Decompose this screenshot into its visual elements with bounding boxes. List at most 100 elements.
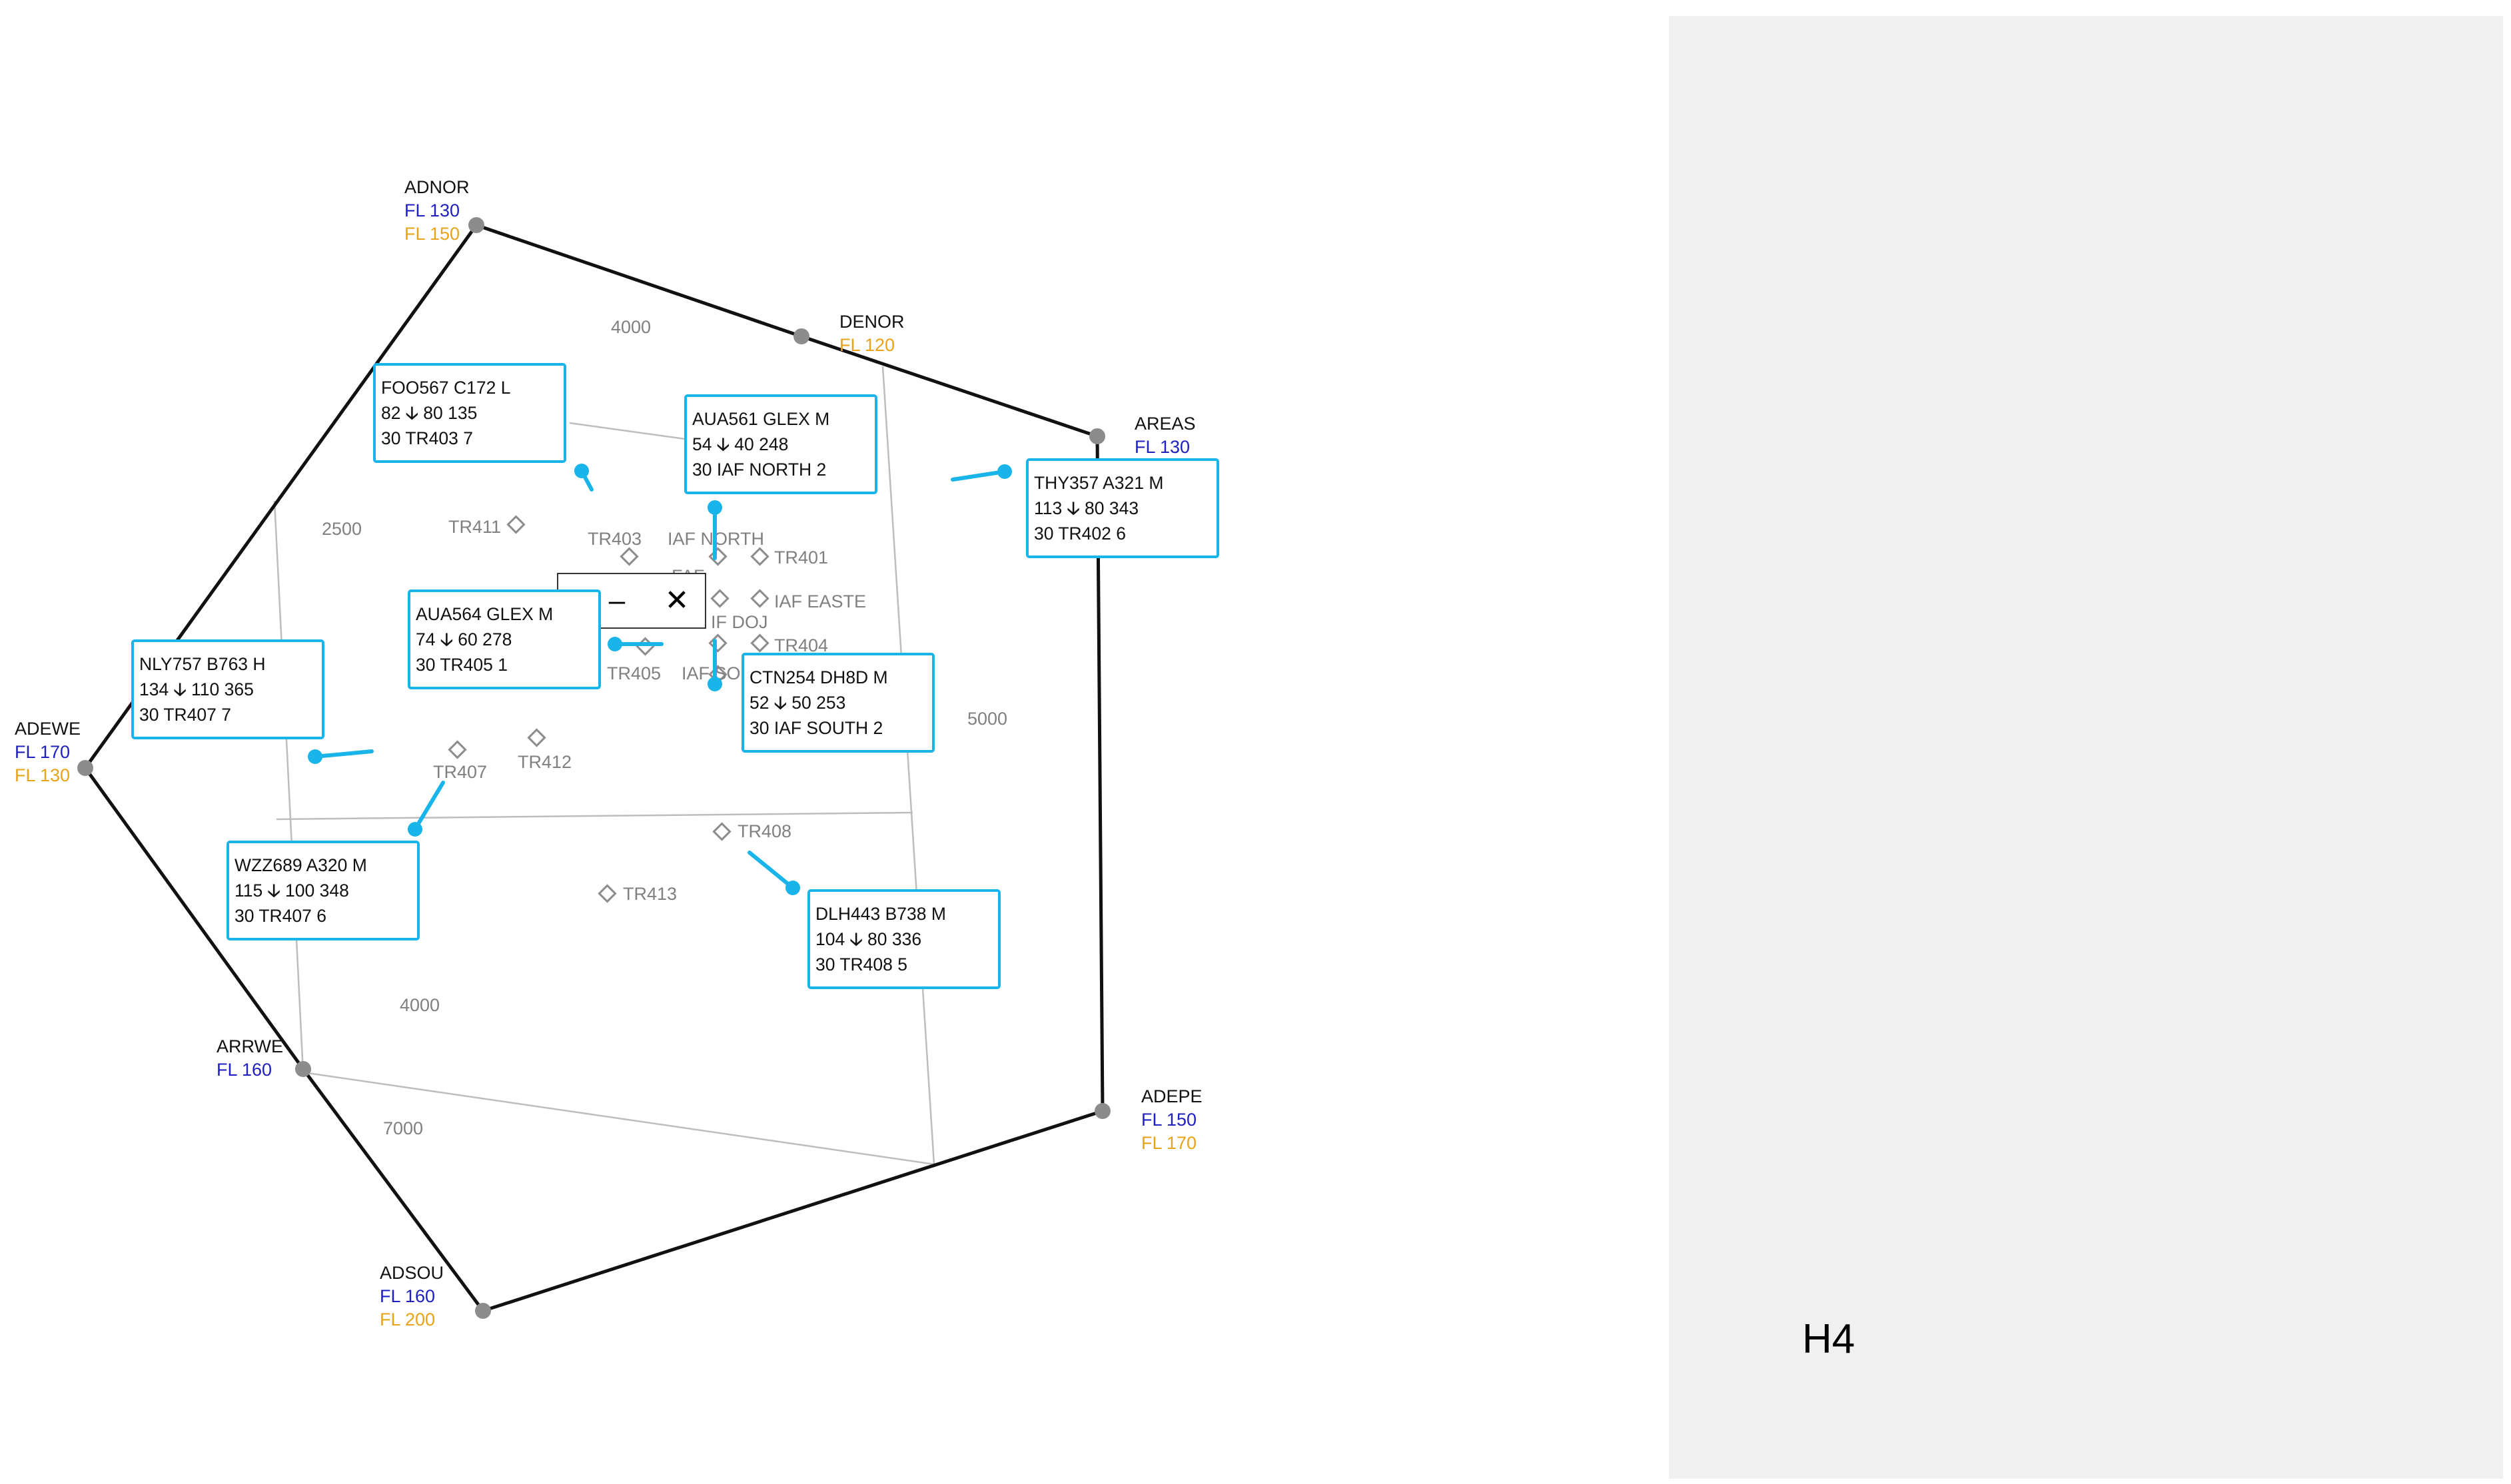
fix-fl-exit-label: FL 150 <box>404 224 460 244</box>
fix-name-label: ADEWE <box>15 719 81 739</box>
aircraft-blip[interactable] <box>708 677 722 691</box>
speed-value: 52 <box>750 693 769 713</box>
callsign-type-line: FOO567 C172 L <box>381 378 511 398</box>
fix-point[interactable] <box>1095 1103 1111 1119</box>
waypoint-diamond-icon[interactable] <box>708 547 728 566</box>
waypoint-diamond-icon[interactable] <box>506 515 526 534</box>
descend-arrow-icon: 🡣 <box>716 434 730 454</box>
aircraft-blip[interactable] <box>308 749 322 764</box>
close-button[interactable]: ✕ <box>658 579 696 622</box>
speed-value: 113 <box>1034 498 1063 518</box>
waypoint-diamond-icon[interactable] <box>710 589 730 608</box>
speed-level-line: 113 🡣 80 343 <box>1034 496 1217 521</box>
aircraft-blip[interactable] <box>608 637 622 651</box>
aircraft-label-foo567[interactable]: FOO567 C172 L 82 🡣 80 135 30 TR403 7 <box>373 363 566 463</box>
waypoint-diamond-icon[interactable] <box>712 822 732 841</box>
descend-arrow-icon: 🡣 <box>773 693 787 713</box>
fix-name-label: ADSOU <box>380 1263 444 1283</box>
sector-fixes <box>77 217 1111 1319</box>
descend-arrow-icon: 🡣 <box>267 881 280 901</box>
waypoint-label: IAF EASTE <box>774 591 866 611</box>
waypoint-diamond-icon[interactable] <box>708 633 728 653</box>
speed-level-line: 115 🡣 100 348 <box>235 878 417 903</box>
waypoint-diamond-icon[interactable] <box>527 728 546 747</box>
fix-point[interactable] <box>77 760 93 776</box>
aircraft-blip[interactable] <box>785 881 800 895</box>
aircraft-blip[interactable] <box>574 464 589 478</box>
minimize-button[interactable]: – <box>598 579 636 622</box>
aircraft-blip[interactable] <box>708 500 722 515</box>
waypoint-label: TR412 <box>518 752 572 772</box>
fix-fl-entry-label: FL 130 <box>404 200 460 220</box>
callsign-type-line: CTN254 DH8D M <box>750 667 888 687</box>
waypoint-label: TR401 <box>774 548 828 567</box>
altitude-label: 4000 <box>400 995 440 1015</box>
fix-point[interactable] <box>475 1303 491 1319</box>
level-value: 40 248 <box>734 434 789 454</box>
level-value: 80 343 <box>1085 498 1139 518</box>
aircraft-label-thy357[interactable]: THY357 A321 M 113 🡣 80 343 30 TR402 6 <box>1026 458 1219 558</box>
waypoint-diamond-icon[interactable] <box>750 589 769 608</box>
waypoint-label: TR403 <box>588 529 642 549</box>
aircraft-label-dlh443[interactable]: DLH443 B738 M 104 🡣 80 336 30 TR408 5 <box>807 889 1001 989</box>
aircraft-label-nly757[interactable]: NLY757 B763 H 134 🡣 110 365 30 TR407 7 <box>131 639 324 739</box>
route-line: 30 TR402 6 <box>1034 524 1126 544</box>
aircraft-blip[interactable] <box>408 822 422 837</box>
waypoint-label: TR404 <box>774 635 828 655</box>
route-line: 30 TR405 1 <box>416 655 508 675</box>
waypoint-diamond-icon[interactable] <box>750 547 769 566</box>
callsign-type-line: THY357 A321 M <box>1034 473 1164 493</box>
descend-arrow-icon: 🡣 <box>405 403 418 423</box>
level-value: 110 365 <box>191 679 254 699</box>
aircraft-blip[interactable] <box>997 464 1012 479</box>
sector-boundary <box>83 223 1105 1313</box>
fix-point[interactable] <box>295 1061 311 1077</box>
speed-level-line: 134 🡣 110 365 <box>139 677 322 702</box>
route-line: 30 IAF NORTH 2 <box>692 460 827 480</box>
aircraft-blips[interactable] <box>308 464 1012 895</box>
waypoint-diamond-icon[interactable] <box>750 633 769 653</box>
side-panel <box>1669 16 2503 1479</box>
waypoint-diamond-icon[interactable] <box>598 884 617 903</box>
speed-value: 134 <box>139 679 169 699</box>
waypoint-diamond-icon[interactable] <box>620 547 639 566</box>
fix-point[interactable] <box>1089 428 1105 444</box>
speed-value: 74 <box>416 629 436 649</box>
waypoint-diamond-icon[interactable] <box>636 637 655 656</box>
waypoint-label: IF DOJ <box>711 612 768 632</box>
callsign-type-line: WZZ689 A320 M <box>235 855 367 875</box>
radar-scope[interactable]: ADNOR FL 130 FL 150 DENOR FL 120 AREAS F… <box>0 0 1669 1484</box>
speed-value: 104 <box>815 929 845 949</box>
fix-name-label: ADEPE <box>1141 1086 1203 1106</box>
altitude-label: 5000 <box>967 709 1007 729</box>
waypoint-markers <box>448 515 769 903</box>
route-line: 30 TR408 5 <box>815 954 907 974</box>
fix-fl-exit-label: FL 170 <box>1141 1133 1197 1153</box>
callsign-type-line: AUA564 GLEX M <box>416 604 554 624</box>
fix-point[interactable] <box>468 217 484 233</box>
level-value: 80 336 <box>867 929 922 949</box>
minimize-icon: – <box>608 584 626 617</box>
aircraft-label-wzz689[interactable]: WZZ689 A320 M 115 🡣 100 348 30 TR407 6 <box>227 841 420 940</box>
aircraft-label-aua564[interactable]: AUA564 GLEX M 74 🡣 60 278 30 TR405 1 <box>408 589 601 689</box>
fix-fl-exit-label: FL 120 <box>839 335 895 355</box>
callsign-type-line: NLY757 B763 H <box>139 654 266 674</box>
waypoint-diamond-icon[interactable] <box>448 740 467 759</box>
aircraft-label-ctn254[interactable]: CTN254 DH8D M 52 🡣 50 253 30 IAF SOUTH 2 <box>742 653 935 753</box>
waypoint-label: TR407 <box>433 762 487 782</box>
level-value: 60 278 <box>458 629 512 649</box>
callsign-type-line: DLH443 B738 M <box>815 904 946 924</box>
fix-fl-entry-label: FL 160 <box>380 1286 435 1306</box>
descend-arrow-icon: 🡣 <box>440 629 453 649</box>
aircraft-label-aua561[interactable]: AUA561 GLEX M 54 🡣 40 248 30 IAF NORTH 2 <box>684 394 877 494</box>
fix-point[interactable] <box>793 328 809 344</box>
altitude-label: 4000 <box>611 317 651 337</box>
fix-fl-exit-label: FL 130 <box>15 765 70 785</box>
panel-label: H4 <box>1802 1316 1855 1362</box>
descend-arrow-icon: 🡣 <box>1067 498 1080 518</box>
sector-point-labels: ADNOR FL 130 FL 150 DENOR FL 120 AREAS F… <box>15 177 1203 1329</box>
fix-name-label: DENOR <box>839 312 905 332</box>
descend-arrow-icon: 🡣 <box>173 679 187 699</box>
altitude-labels: 4000 2500 5000 4000 7000 <box>322 317 1007 1138</box>
speed-level-line: 54 🡣 40 248 <box>692 432 875 457</box>
